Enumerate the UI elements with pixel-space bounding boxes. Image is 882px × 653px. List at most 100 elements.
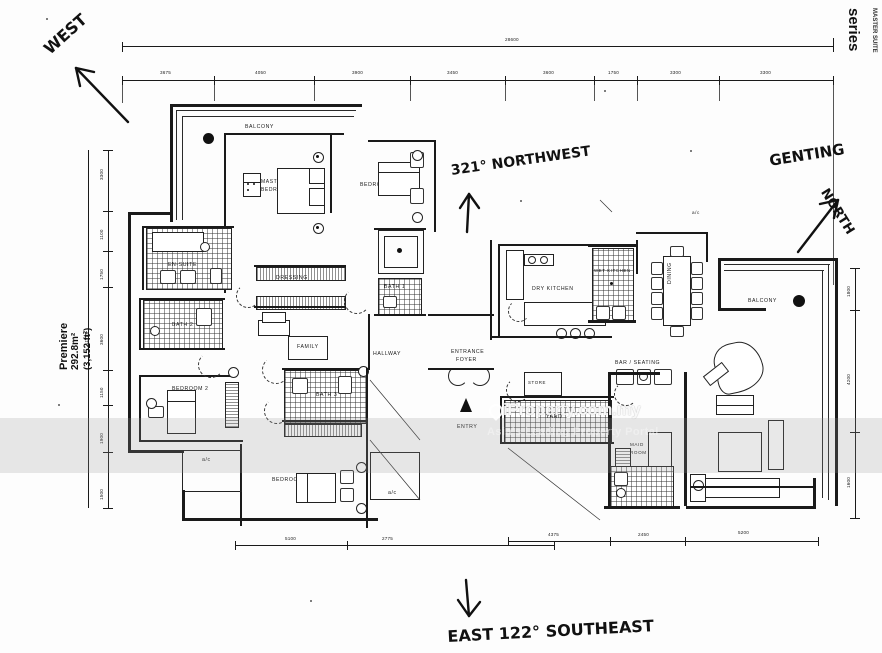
ext-line bbox=[637, 85, 638, 101]
wall-bath2-top bbox=[139, 298, 225, 300]
kitchen-counter-left bbox=[506, 250, 524, 300]
dim-tick bbox=[314, 76, 315, 85]
dim-tick bbox=[850, 310, 860, 311]
door-swing-arc bbox=[262, 356, 290, 384]
sink bbox=[596, 306, 610, 320]
room-label-dry-kitchen: DRY KITCHEN bbox=[532, 286, 574, 292]
dim-bottom-right-2: 5200 bbox=[738, 530, 750, 535]
compass-northwest-label: 321° NORTHWEST bbox=[450, 143, 592, 179]
wall-outer-left-top bbox=[128, 212, 172, 215]
dim-tick bbox=[554, 541, 555, 550]
bar-stool-icon bbox=[556, 328, 567, 339]
ext-line bbox=[594, 85, 595, 101]
balcony-rail bbox=[176, 110, 178, 220]
balcony-rail-inner bbox=[182, 116, 183, 220]
entry-arrow-icon bbox=[460, 398, 472, 412]
compass-west-arrow-icon bbox=[74, 66, 130, 124]
left-overall-line bbox=[88, 150, 89, 508]
door-swing-arc bbox=[614, 382, 638, 406]
dim-tick bbox=[833, 38, 834, 52]
corner-text: MASTER SUITE bbox=[871, 8, 877, 53]
dim-top-1: 4050 bbox=[255, 70, 267, 75]
wall-yard-bottom bbox=[500, 442, 614, 445]
door-swing-arc bbox=[198, 352, 224, 378]
dim-tick bbox=[103, 405, 113, 406]
room-label-hallway: HALLWAY bbox=[373, 351, 402, 357]
wall-bath2-bottom bbox=[139, 348, 225, 351]
wall-outer-bottom-left bbox=[182, 518, 378, 521]
bed-detail bbox=[253, 183, 255, 185]
dim-overall-top: 28600 bbox=[505, 37, 519, 42]
vanity-basin bbox=[383, 296, 397, 308]
dim-left-1: 1100 bbox=[99, 229, 104, 240]
page-speck bbox=[46, 18, 48, 20]
wall-kitchen-bottom bbox=[492, 336, 612, 339]
wall-dining-right bbox=[706, 232, 709, 262]
dim-top-7: 3300 bbox=[760, 70, 772, 75]
room-label-foyer: FOYER bbox=[456, 357, 477, 363]
wall-dining-top bbox=[636, 232, 708, 235]
wardrobe-bath3 bbox=[284, 424, 362, 437]
wall-dressing-top bbox=[254, 265, 346, 267]
shower-drain-icon bbox=[200, 242, 210, 252]
hob-burner-icon bbox=[528, 256, 536, 264]
vanity-basin bbox=[160, 270, 176, 284]
light-dot bbox=[316, 226, 319, 229]
dining-chair bbox=[651, 292, 663, 305]
dim-tick bbox=[508, 537, 509, 546]
room-label-entrance: ENTRANCE bbox=[451, 349, 485, 355]
pillow-bedroom2 bbox=[167, 390, 196, 402]
bed-detail bbox=[247, 189, 249, 191]
vanity-basin bbox=[292, 378, 308, 394]
dim-left-0: 3300 bbox=[99, 168, 104, 180]
dining-table bbox=[663, 256, 691, 326]
room-label-bar-seating: BAR / SEATING bbox=[615, 360, 661, 366]
dim-bottom-right-1: 2450 bbox=[638, 532, 650, 537]
wall-balcony2-top bbox=[718, 258, 838, 261]
rug-living bbox=[718, 432, 762, 472]
wall-balcony2-right bbox=[835, 258, 838, 506]
dining-chair bbox=[651, 307, 663, 320]
dim-right-0: 1800 bbox=[846, 285, 851, 297]
wall-outer-bottom-right bbox=[686, 506, 816, 509]
ext-line bbox=[719, 85, 720, 101]
dim-top-2: 3900 bbox=[352, 70, 364, 75]
wall-bed3-right bbox=[366, 368, 369, 528]
dim-tick bbox=[685, 537, 686, 546]
compass-genting-label: GENTING bbox=[768, 140, 846, 170]
door-swing-arc bbox=[506, 378, 530, 402]
wall-outer-left-bottom bbox=[128, 450, 184, 453]
wall-bed1-top bbox=[368, 140, 436, 143]
dim-tick bbox=[103, 287, 113, 288]
dim-tick bbox=[610, 537, 611, 546]
dim-tick bbox=[103, 508, 113, 509]
wall-right-wing-left bbox=[490, 240, 493, 340]
ext-line bbox=[410, 85, 411, 101]
room-label-maid: MAID bbox=[630, 442, 644, 447]
dim-left-3: 3600 bbox=[99, 333, 104, 345]
wall-yard-top bbox=[500, 396, 614, 399]
dim-tick bbox=[594, 76, 595, 85]
wall-maid-left bbox=[608, 372, 611, 508]
room-label-bath-2: BATH 2 bbox=[172, 322, 194, 328]
dim-right-2: 1600 bbox=[846, 476, 851, 488]
wall-wet-right bbox=[636, 240, 639, 274]
wall-master-left bbox=[224, 133, 227, 293]
sofa-back-family bbox=[262, 312, 286, 323]
room-label-ac-3: a/c bbox=[692, 210, 700, 215]
pillow-master bbox=[243, 173, 261, 183]
dim-tick bbox=[103, 150, 113, 151]
wc-toilet bbox=[614, 472, 628, 486]
dim-top-3: 3450 bbox=[447, 70, 459, 75]
door-swing-arc bbox=[448, 366, 468, 386]
bottom-right-dimension-line bbox=[508, 541, 818, 542]
series-text: series bbox=[845, 8, 862, 52]
nightstand bbox=[410, 188, 424, 204]
wall-yard-left bbox=[500, 396, 503, 444]
balcony2-rail bbox=[828, 264, 830, 500]
dim-tick bbox=[347, 541, 348, 550]
light-fixture-icon bbox=[412, 150, 423, 161]
watermark-brand: iProperty.com.my bbox=[503, 400, 641, 419]
nightstand bbox=[340, 488, 354, 502]
